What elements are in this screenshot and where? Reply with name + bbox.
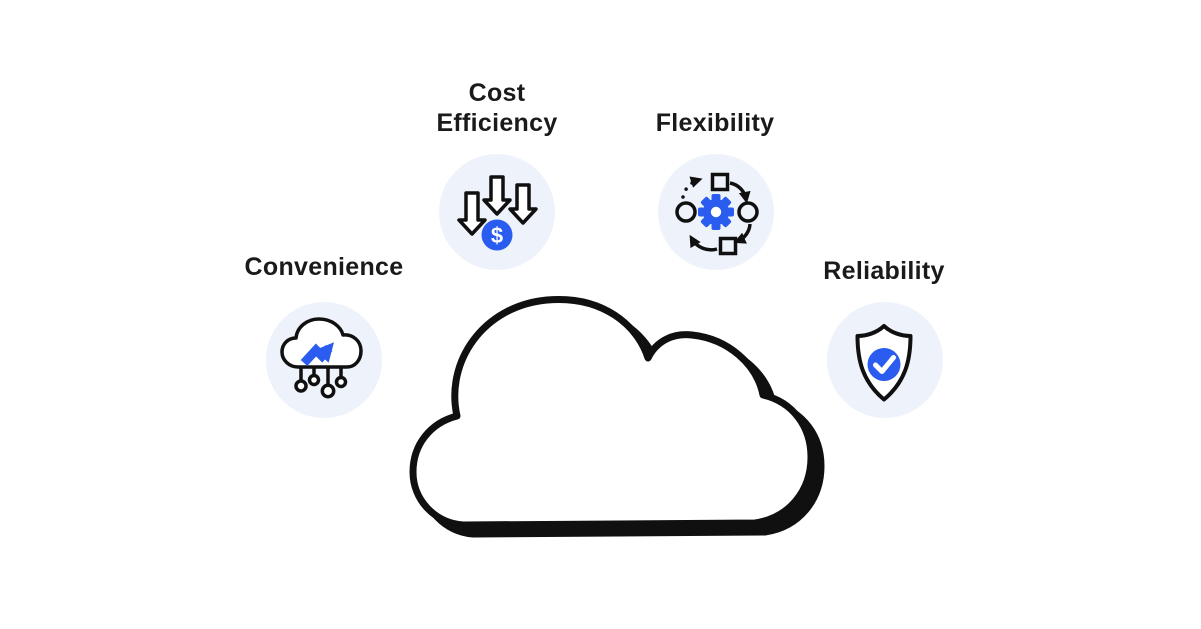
cost-efficiency-label: Cost Efficiency [436,79,558,137]
cost-efficiency-icon-circle: $ [439,154,555,270]
flexibility-label: Flexibility [655,109,775,137]
cost-down-arrows-dollar-icon: $ [457,175,538,251]
shield-check-icon [855,324,913,402]
reliability-label: Reliability [823,257,945,285]
gear-process-cycle-icon [675,172,759,256]
svg-text:$: $ [491,223,503,248]
cloud-icon [409,295,825,538]
cloud-network-growth-icon [280,317,363,399]
flexibility-icon-circle [658,154,774,270]
reliability-icon-circle [827,302,943,418]
convenience-icon-circle [266,302,382,418]
convenience-label: Convenience [244,253,404,281]
